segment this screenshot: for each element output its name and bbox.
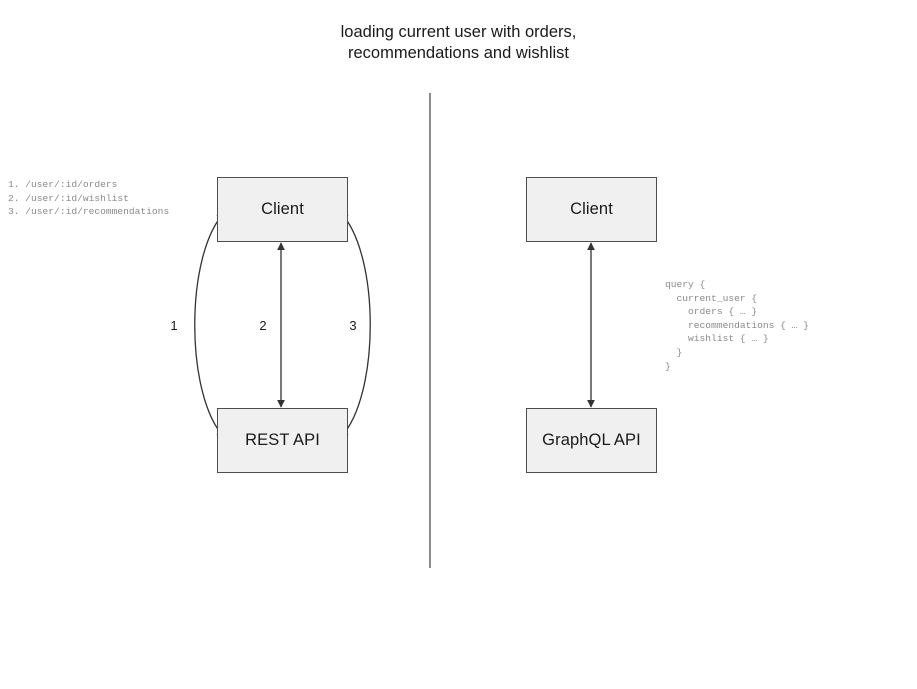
node-client-rest[interactable]: Client: [217, 177, 348, 242]
edge-label-2: 2: [259, 318, 267, 333]
diagram-title: loading current user with orders, recomm…: [340, 23, 577, 62]
edge-1-orders: [194, 212, 225, 438]
edge-label-3: 3: [349, 318, 357, 333]
rest-endpoints-annotation: 1. /user/:id/orders 2. /user/:id/wishlis…: [8, 179, 170, 218]
graphql-query-annotation: query { current_user { orders { … } reco…: [665, 279, 809, 372]
edge-label-1: 1: [170, 318, 178, 333]
node-client-graphql[interactable]: Client: [526, 177, 657, 242]
node-graphql-api[interactable]: GraphQL API: [526, 408, 657, 473]
node-rest-api[interactable]: REST API: [217, 408, 348, 473]
